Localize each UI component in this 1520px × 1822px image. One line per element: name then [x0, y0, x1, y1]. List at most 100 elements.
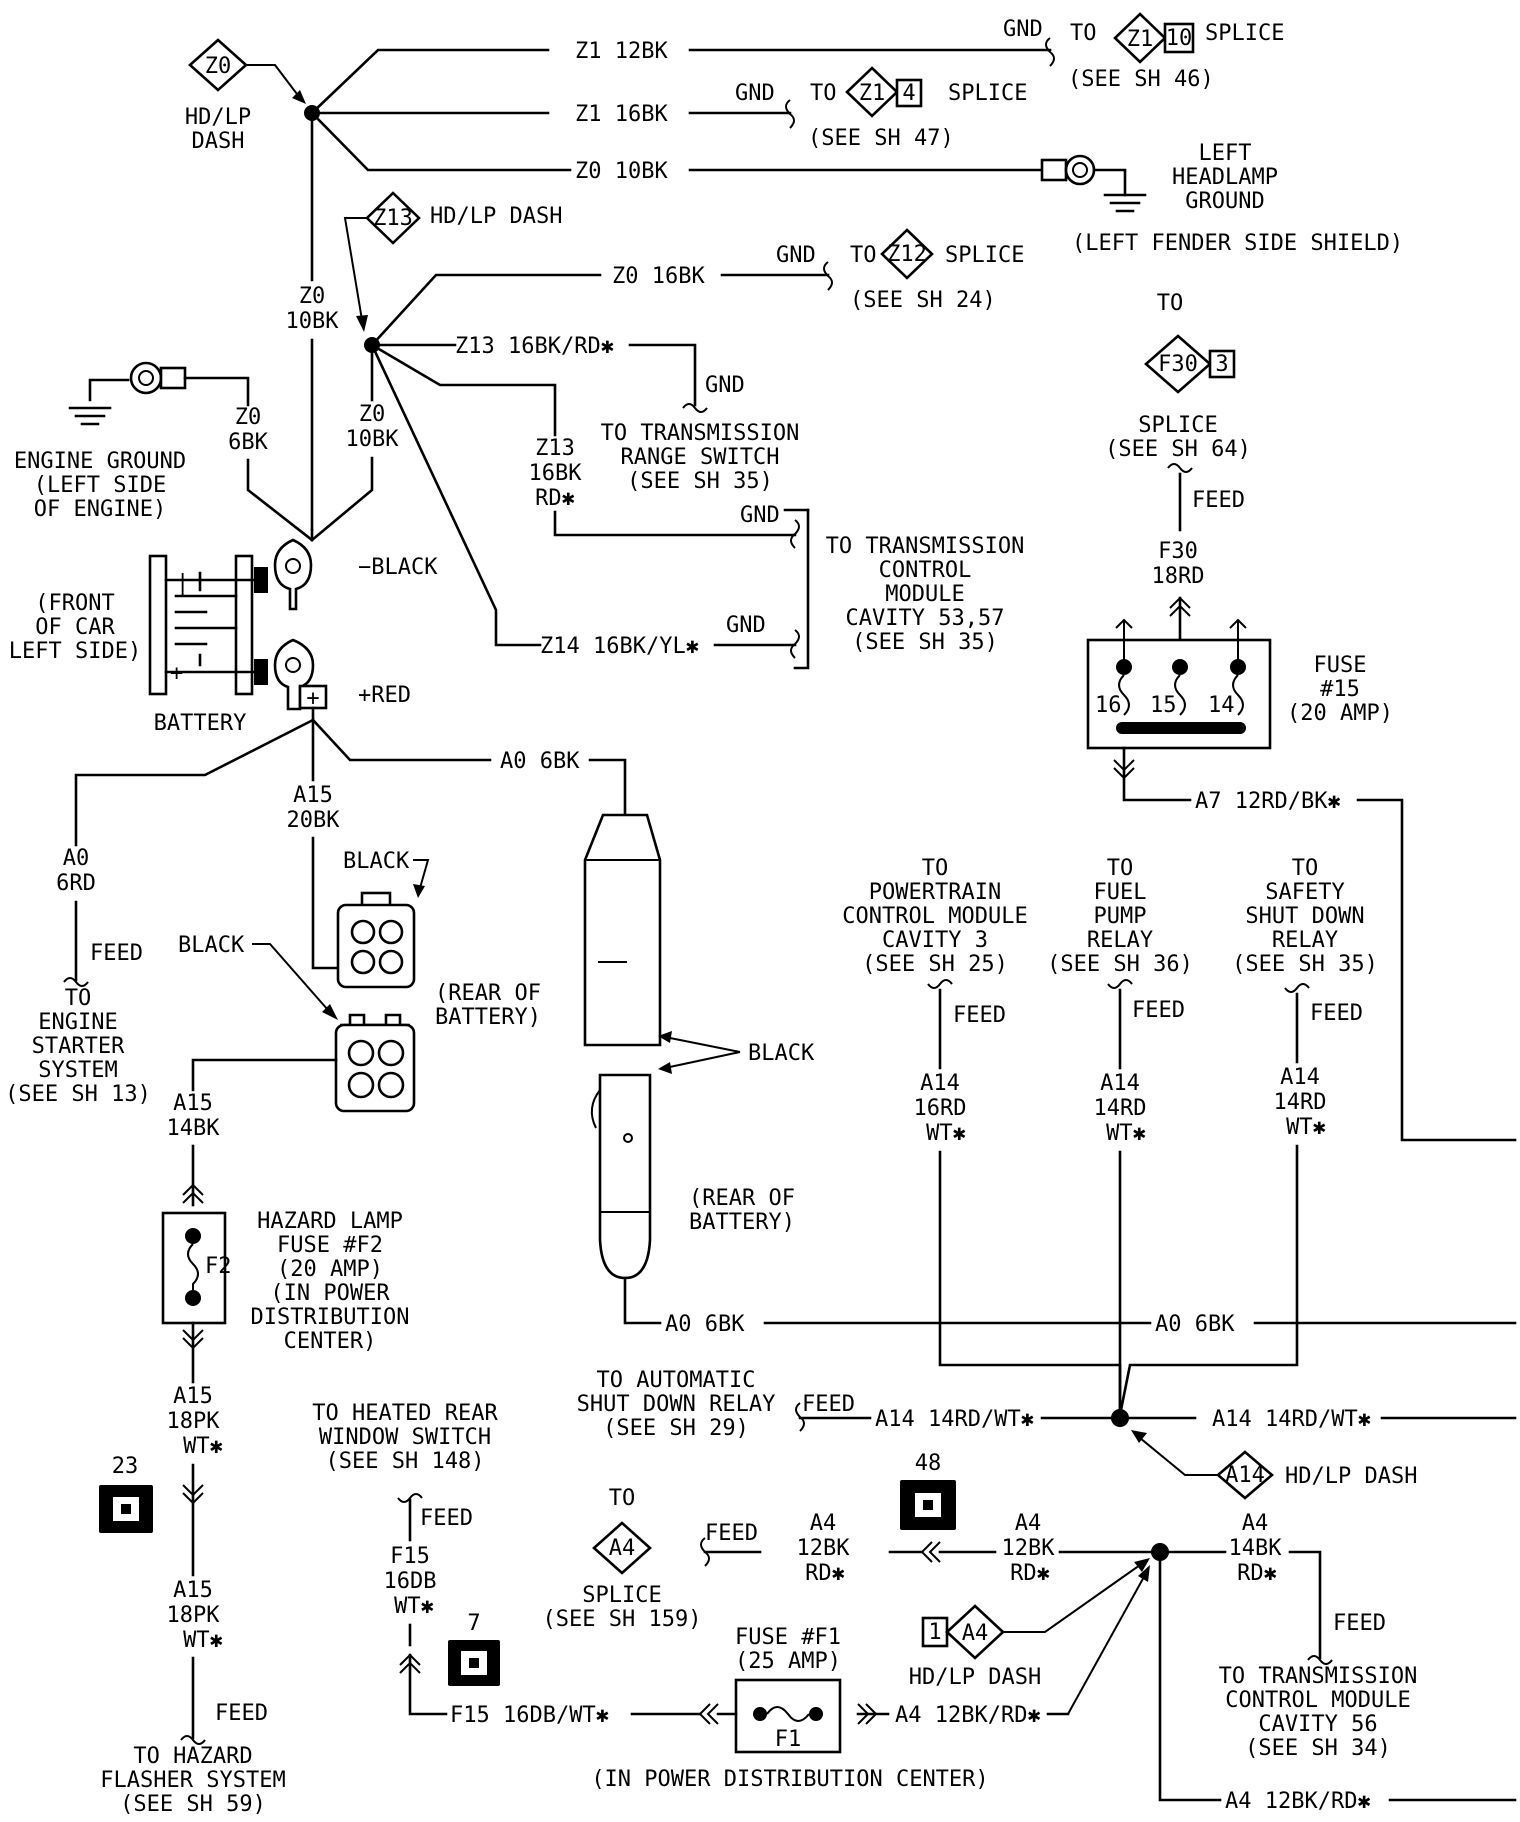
see-sh-47: (SEE SH 47)	[808, 126, 954, 151]
fuse15-1: FUSE	[1314, 653, 1367, 678]
z0-diamond-label: Z0	[205, 54, 232, 79]
z1-diamond-b	[845, 66, 899, 118]
gnd-break-1	[1045, 37, 1055, 67]
see-sh-24: (SEE SH 24)	[850, 288, 996, 313]
pos-cable-boot-dot	[623, 1133, 633, 1143]
feed-tcm56: FEED	[1333, 1611, 1386, 1636]
f2-label: F2	[205, 1254, 232, 1279]
conn-upper-cav-4	[378, 949, 404, 975]
fuse15-pin14-up	[1229, 618, 1247, 664]
a4-inline-connector	[920, 1541, 941, 1563]
a4-pin-1-box	[921, 1616, 949, 1648]
a4-hdlp-dash: HD/LP DASH	[909, 1665, 1041, 1690]
f30-diamond	[1144, 334, 1212, 394]
f30-pin-3-box	[1208, 349, 1236, 379]
black-boot-arrow-1	[658, 1031, 672, 1043]
a4-to-tcm56	[1288, 1550, 1322, 1660]
feed-starter: FEED	[90, 941, 143, 966]
a14-pcm-wire-b	[938, 1150, 1122, 1417]
a14-diamond-label: A14	[1225, 1463, 1265, 1488]
feed-break-tcm56	[1307, 1655, 1333, 1665]
minus-black-label: −BLACK	[358, 555, 438, 580]
hazard-fuse-5: DISTRIBUTION	[251, 1305, 410, 1330]
hazard-sys-2: FLASHER SYSTEM	[100, 1768, 285, 1793]
fpr-1: FUEL	[1094, 880, 1147, 905]
pcm-2: CONTROL MODULE	[842, 904, 1027, 929]
f30-label: F30	[1158, 539, 1198, 564]
a15-14bk-wire	[191, 1058, 338, 1092]
z0-pointer	[246, 64, 301, 99]
hazard-fuse-element	[187, 1243, 199, 1290]
engine-ground-3: OF ENGINE)	[34, 497, 166, 522]
feed-heated: FEED	[420, 1506, 473, 1531]
feed-fpr: FEED	[1132, 998, 1185, 1023]
f30-18rd-label: 18RD	[1152, 564, 1205, 589]
a14-14rd-fpr: 14RD	[1094, 1096, 1147, 1121]
hazard-fuse-4: (IN POWER	[270, 1281, 390, 1306]
a14-fpr-wt: WT✱	[1106, 1121, 1146, 1146]
connector-black-lower	[334, 1013, 416, 1113]
conn-23-number: 23	[112, 1454, 139, 1479]
a4-14bk-right: 14BK	[1229, 1536, 1283, 1561]
feed-a4: FEED	[705, 1521, 758, 1546]
front-2: OF CAR	[35, 615, 115, 640]
rear-of-1a: (REAR OF	[435, 981, 541, 1006]
fuse15-elem-15	[1174, 674, 1186, 716]
pos-cable-boot-upper	[583, 813, 662, 1047]
a14-main-right-label: A14 14RD/WT✱	[1212, 1407, 1371, 1432]
conn-upper-body	[336, 903, 416, 989]
left-headlamp-1: LEFT	[1199, 141, 1252, 166]
connector-black-upper	[336, 891, 416, 989]
f30-diamond-label: F30	[1158, 352, 1198, 377]
z13-pointer	[343, 217, 367, 321]
a14-main-left-label: A14 14RD/WT✱	[875, 1407, 1034, 1432]
z0-hdlp-label: HD/LP	[185, 105, 251, 130]
z13-diamond-label: Z13	[373, 206, 413, 231]
a4-fuse-label: A4 12BK/RD✱	[895, 1703, 1041, 1728]
headlamp-ground-symbol	[1103, 193, 1147, 213]
feed-break-heated	[397, 1493, 423, 1503]
pdc-label: (IN POWER DISTRIBUTION CENTER)	[591, 1767, 988, 1792]
ssd-4: (SEE SH 35)	[1232, 952, 1378, 977]
conn-lower-cav-3	[347, 1071, 375, 1099]
fuse15-term-15	[1172, 659, 1188, 675]
fuse15-elem-14	[1232, 674, 1244, 716]
plus-red-label: +RED	[358, 683, 411, 708]
a14-pointer	[1139, 1437, 1218, 1476]
a0-6rd-label: 6RD	[56, 871, 96, 896]
a14-diamond	[1215, 1450, 1275, 1500]
a7-label: A7 12RD/BK✱	[1195, 789, 1341, 814]
a0-6rd-wire	[74, 706, 315, 847]
front-3: LEFT SIDE)	[9, 639, 141, 664]
a15-connector-top	[182, 1183, 204, 1204]
z0-10bk-wire-a	[310, 111, 572, 172]
see-sh-159: (SEE SH 159)	[543, 1607, 702, 1632]
fuse-f1-element	[766, 1706, 810, 1722]
a14-14rd-ssd: 14RD	[1274, 1090, 1327, 1115]
a0-6bk-bottom-lead	[623, 1276, 662, 1325]
fuse15-2: #15	[1320, 677, 1360, 702]
gnd-label-6: GND	[726, 613, 766, 638]
z13-rd-v: RD✱	[535, 486, 575, 511]
z0-16bk-wire-a	[370, 273, 602, 347]
feed-ssd: FEED	[1310, 1001, 1363, 1026]
gnd-label-3: GND	[776, 243, 816, 268]
black-boot-label: BLACK	[748, 1041, 815, 1066]
feed-break-hazard	[180, 1735, 206, 1745]
z0-pointer-arrow	[292, 90, 306, 104]
a4-rd-mid: RD✱	[1010, 1561, 1050, 1586]
z0-6bk-v3: 6BK	[228, 430, 268, 455]
a0-label: A0	[63, 846, 90, 871]
fuse-f1-term-r	[809, 1707, 823, 1721]
a4-rd-right: RD✱	[1237, 1561, 1277, 1586]
pos-terminal-hole	[285, 657, 301, 673]
z13-wire-b	[628, 343, 697, 407]
a15-20bk-label: 20BK	[287, 808, 341, 833]
engine-ground-wire-b	[246, 458, 314, 542]
heated-1: TO HEATED REAR	[312, 1401, 498, 1426]
a14-ssd-label: A14	[1280, 1065, 1320, 1090]
fuse15-term-14	[1230, 659, 1246, 675]
tcm-4: CAVITY 53,57	[846, 606, 1005, 631]
black-boot-arrow-2	[658, 1062, 672, 1074]
a4-diamond-hdlp	[945, 1604, 1005, 1660]
